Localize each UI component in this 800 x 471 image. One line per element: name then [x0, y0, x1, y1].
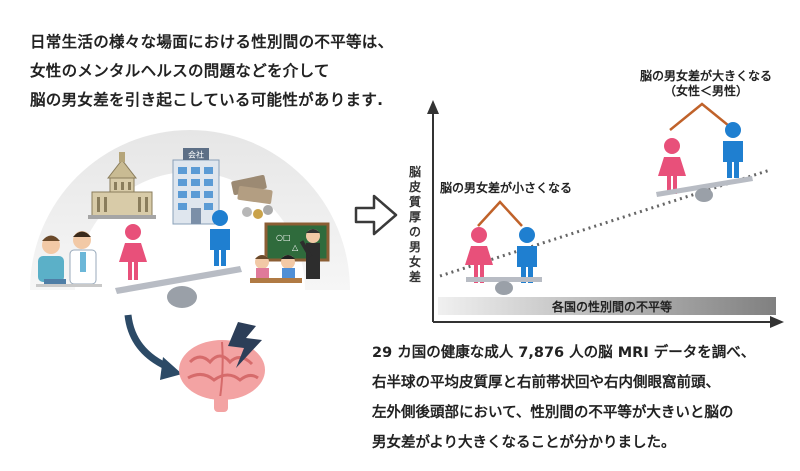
svg-text:男: 男	[409, 240, 421, 254]
svg-text:△: △	[292, 243, 299, 252]
svg-text:脳: 脳	[409, 164, 421, 179]
x-axis-label: 各国の性別間の不平等	[551, 299, 672, 314]
money-icon	[231, 174, 273, 219]
down-curve-arrowhead	[160, 357, 182, 380]
svg-text:差: 差	[408, 269, 421, 284]
finding-line-1: 29 カ国の健康な成人 7,876 人の脳 MRI データを調べ、	[372, 345, 756, 361]
svg-text:女: 女	[409, 254, 421, 269]
finding-line-2: 右半球の平均皮質厚と右前帯状回や右内側眼窩前頭、	[372, 375, 720, 391]
high-seesaw-fulcrum	[695, 188, 713, 202]
low-seesaw-board	[466, 277, 542, 282]
low-female-icon	[465, 227, 493, 283]
right-arrow-icon	[354, 194, 398, 236]
y-axis-label: 脳 皮 質 厚 の 男 女 差	[408, 164, 421, 284]
x-axis-gradient-bar	[438, 297, 776, 315]
daily-life-arc	[30, 130, 350, 290]
building-sign: 会社	[188, 150, 204, 160]
doctor-patient-scene-icon	[36, 231, 102, 287]
small-gap-bracket	[477, 200, 523, 227]
left-female-icon	[119, 224, 147, 280]
left-seesaw-group	[115, 210, 242, 308]
svg-text:質: 質	[409, 194, 421, 209]
parliament-building-icon	[88, 152, 156, 219]
intro-line-3: 脳の男女差を引き起こしている可能性があります.	[30, 91, 384, 109]
intro-line-1: 日常生活の様々な場面における性別間の不平等は、	[30, 33, 394, 51]
low-male-icon	[517, 227, 537, 283]
high-seesaw-board	[656, 176, 753, 197]
svg-text:厚: 厚	[409, 210, 421, 224]
trend-line	[439, 168, 771, 278]
diagram-axes	[427, 100, 784, 328]
small-gap-label: 脳の男女差が小さくなる	[440, 180, 572, 195]
high-female-icon	[658, 138, 686, 194]
classroom-scene-icon: ○□ △	[250, 222, 330, 283]
svg-text:の: の	[409, 225, 421, 239]
high-inequality-seesaw: 脳の男女差が大きくなる （女性＜男性）	[640, 68, 772, 202]
findings-text: 29 カ国の健康な成人 7,876 人の脳 MRI データを調べ、 右半球の平均…	[372, 338, 792, 458]
svg-text:○□: ○□	[276, 233, 291, 242]
left-seesaw-board	[115, 266, 242, 294]
finding-line-4: 男女差がより大きくなることが分かりました。	[372, 435, 676, 451]
svg-text:皮: 皮	[408, 179, 421, 194]
intro-text: 日常生活の様々な場面における性別間の不平等は、 女性のメンタルヘルスの問題などを…	[30, 28, 450, 115]
left-male-icon	[210, 210, 230, 266]
brain-icon	[179, 340, 265, 412]
low-seesaw-fulcrum	[495, 281, 513, 295]
left-seesaw-fulcrum	[167, 286, 197, 308]
lightning-icon	[228, 322, 262, 368]
office-building-icon: 会社	[172, 148, 220, 225]
low-inequality-seesaw: 脳の男女差が小さくなる	[440, 180, 572, 295]
large-gap-label-line1: 脳の男女差が大きくなる	[640, 68, 772, 83]
large-gap-bracket	[669, 102, 735, 131]
intro-line-2: 女性のメンタルヘルスの問題などを介して	[30, 62, 330, 80]
finding-line-3: 左外側後頭部において、性別間の不平等が大きいと脳の	[372, 405, 734, 421]
large-gap-label-line2: （女性＜男性）	[664, 83, 748, 98]
high-male-icon	[723, 122, 743, 178]
